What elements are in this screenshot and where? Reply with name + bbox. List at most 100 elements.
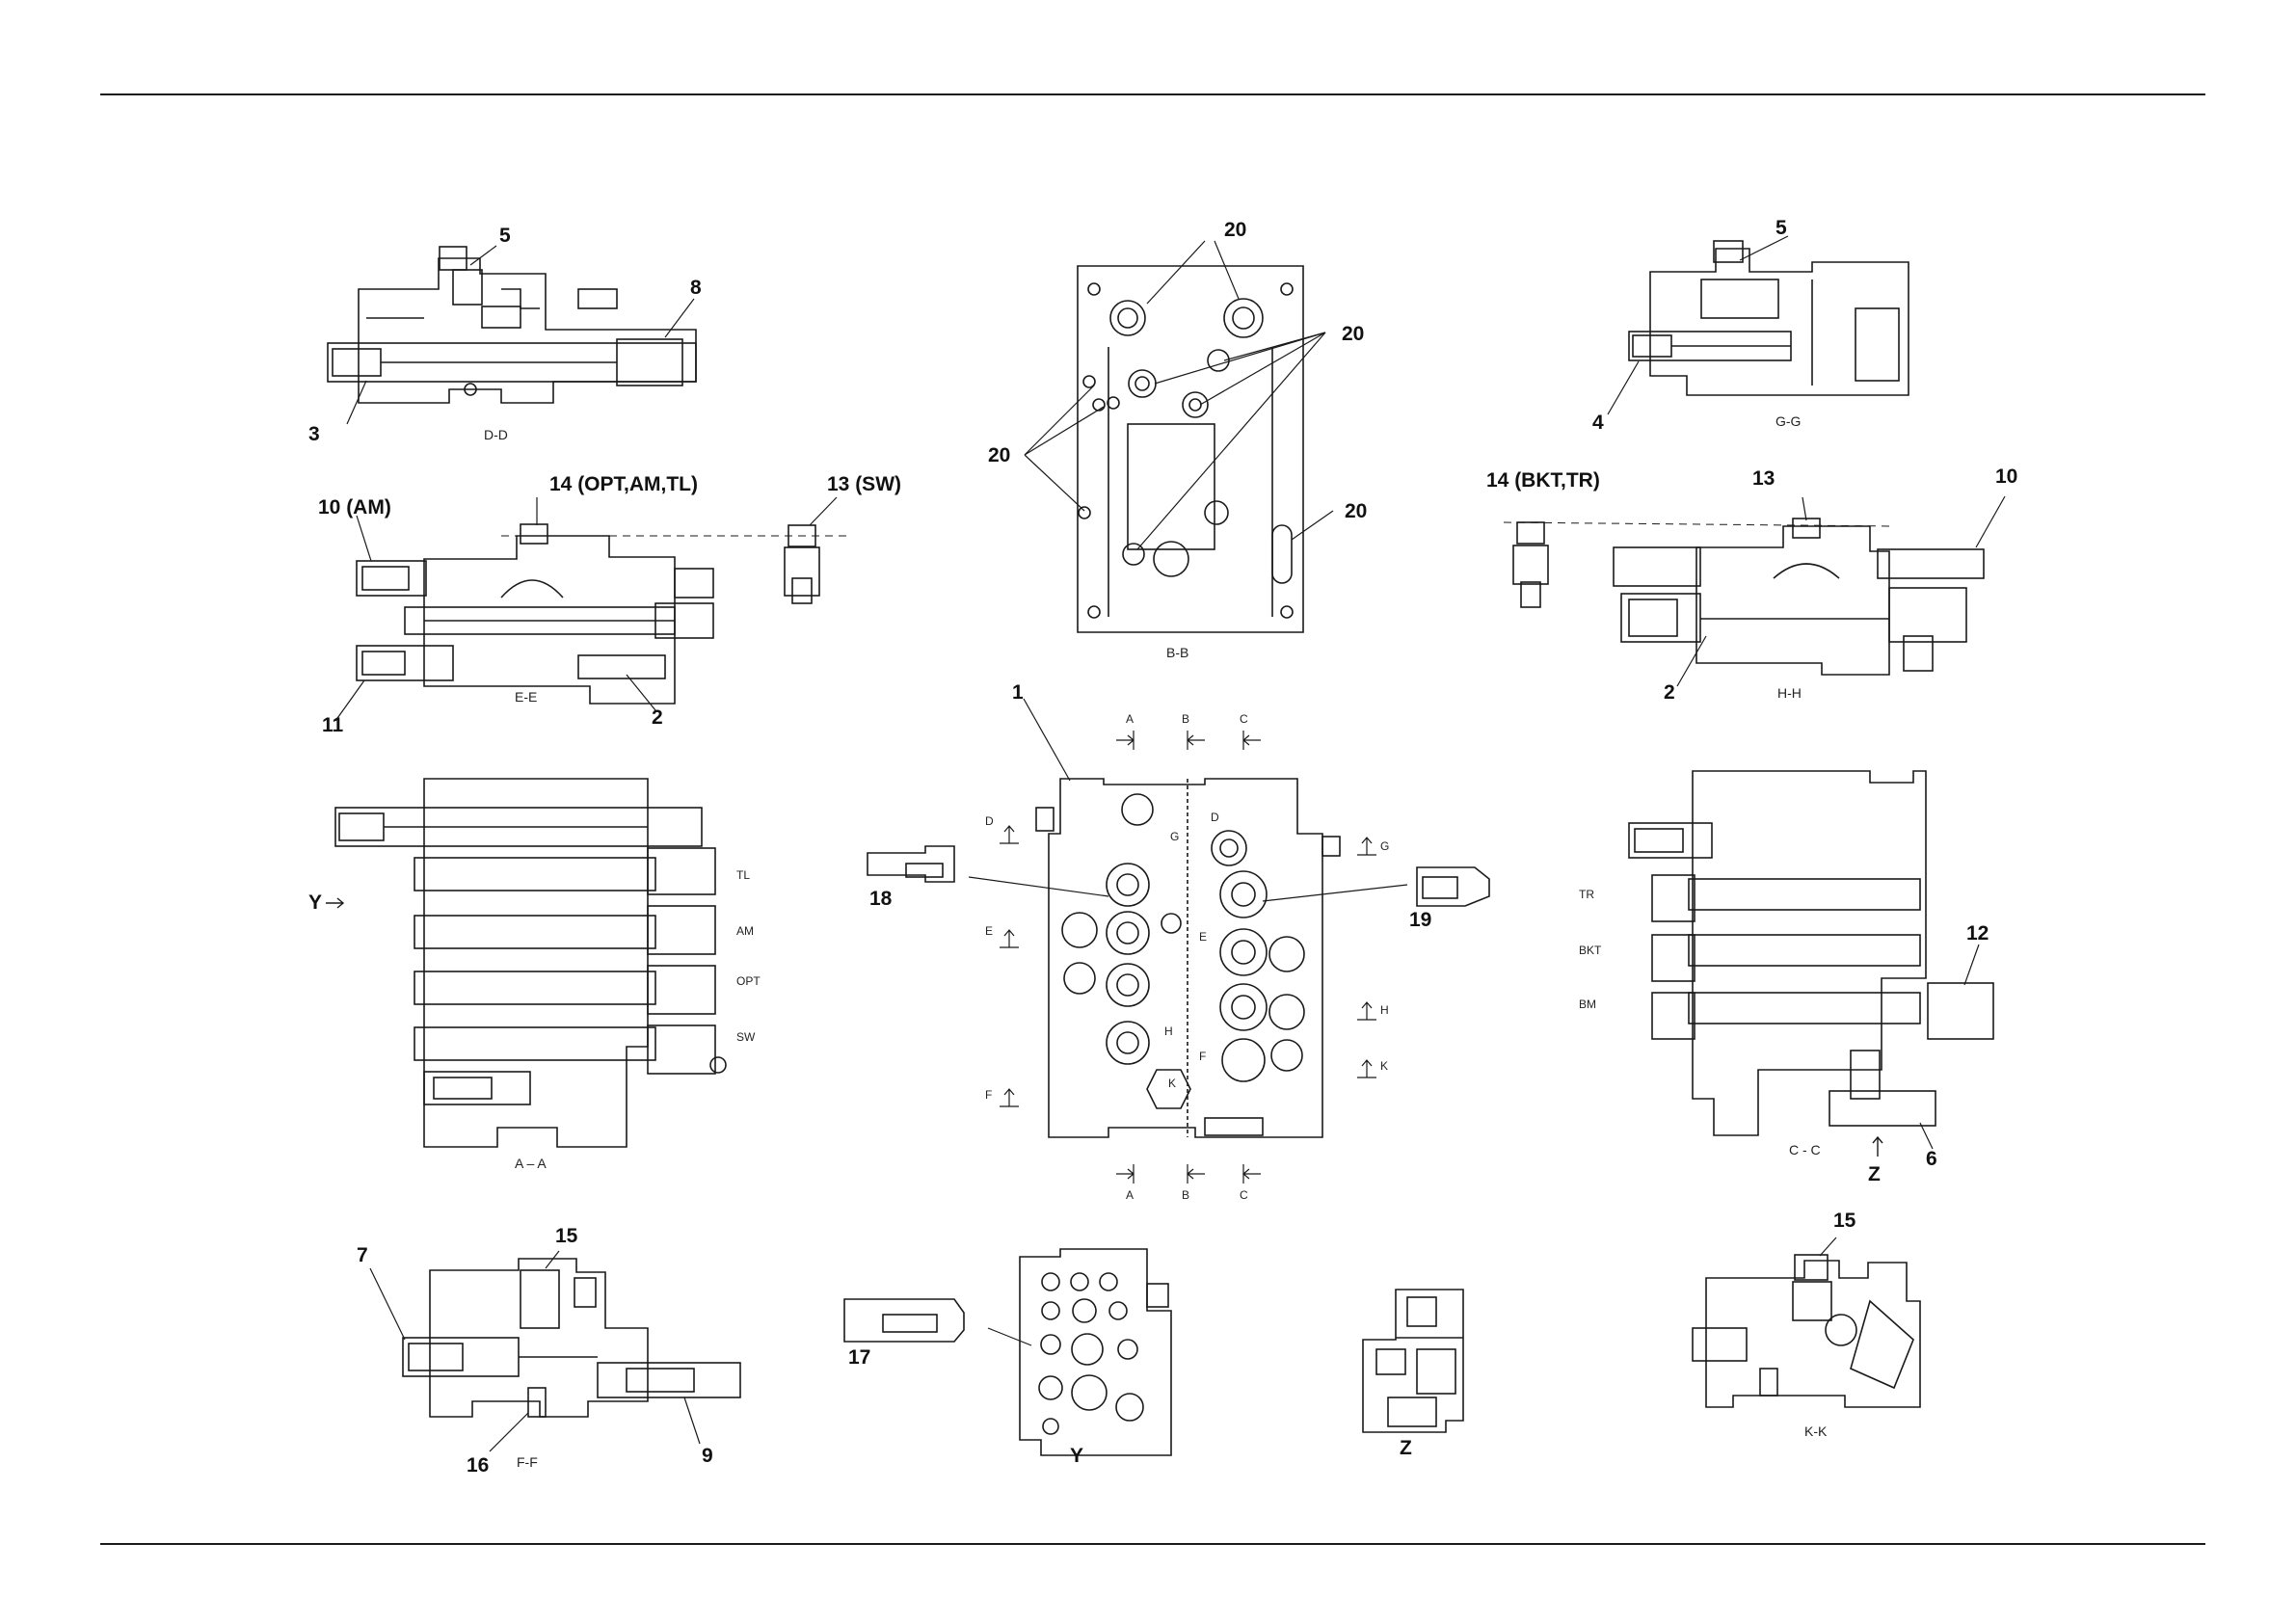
view-z-label: Z: [1400, 1438, 1412, 1458]
section-mark-a-bottom: A: [1126, 1189, 1134, 1201]
spool-label-bkt: BKT: [1579, 945, 1601, 956]
leader: [1802, 497, 1806, 520]
view-y-arrow-label: Y: [308, 892, 322, 913]
main-valve-assembly: [1036, 779, 1340, 1137]
callout-9: 9: [702, 1446, 713, 1466]
callout-15-kk: 15: [1833, 1211, 1855, 1231]
view-z-drawing: [1363, 1290, 1463, 1432]
spool-label-bm: BM: [1579, 998, 1596, 1010]
section-mark-f-inner: F: [1199, 1051, 1206, 1062]
section-bb-drawing: [1078, 266, 1303, 632]
callout-11-ee: 11: [322, 715, 343, 735]
callout-17: 17: [848, 1347, 870, 1368]
view-y-label: Y: [1070, 1446, 1083, 1466]
leader: [1976, 496, 2005, 547]
section-mark-e-inner: E: [1199, 931, 1207, 943]
leader: [810, 497, 837, 525]
callout-3-dd: 3: [308, 424, 320, 444]
callout-8-dd: 8: [690, 278, 702, 298]
section-mark-d-inner: D: [1211, 812, 1219, 823]
leader: [1147, 241, 1205, 304]
caption-ee: E-E: [515, 690, 537, 704]
arrow: [1873, 1137, 1882, 1157]
callout-20-bb-top: 20: [1224, 220, 1246, 240]
section-mark-g-inner: G: [1170, 831, 1179, 842]
leader: [1025, 407, 1104, 455]
callout-15-ff: 15: [555, 1226, 577, 1246]
section-cc-drawing: [1629, 771, 1993, 1135]
callout-2-hh: 2: [1664, 682, 1675, 703]
callout-5-gg: 5: [1775, 218, 1787, 238]
section-mark-f-left: F: [985, 1089, 992, 1101]
part-18: [868, 846, 954, 882]
leader: [357, 516, 371, 561]
caption-cc: C - C: [1789, 1143, 1821, 1157]
callout-13-sw: 13 (SW): [827, 474, 901, 494]
caption-kk: K-K: [1804, 1424, 1827, 1438]
leader: [665, 299, 694, 337]
callout-20-bb-lower: 20: [1345, 501, 1367, 521]
spool-label-am: AM: [736, 925, 754, 937]
section-mark-c-bottom: C: [1240, 1189, 1248, 1201]
leader: [1608, 361, 1639, 414]
leader: [1677, 636, 1706, 686]
callout-1-main: 1: [1012, 682, 1024, 703]
arrow: [326, 898, 343, 908]
leader: [988, 1328, 1031, 1345]
leader: [1024, 699, 1070, 781]
callout-18: 18: [869, 889, 892, 909]
caption-hh: H-H: [1777, 686, 1802, 700]
section-aa-drawing: [335, 779, 726, 1147]
callout-5-dd: 5: [499, 226, 511, 246]
spool-label-tl: TL: [736, 869, 750, 881]
callout-19: 19: [1409, 910, 1431, 930]
leader: [1155, 333, 1325, 384]
part-17: [844, 1299, 964, 1342]
caption-ff: F-F: [517, 1455, 538, 1469]
callout-20-bb-right: 20: [1342, 324, 1364, 344]
part-13-sw: [785, 525, 819, 603]
leader: [1200, 333, 1325, 405]
callout-12: 12: [1966, 923, 1989, 944]
pointer: [1263, 885, 1407, 901]
section-mark-c-top: C: [1240, 713, 1248, 725]
leader: [1920, 1123, 1933, 1149]
leader: [627, 675, 655, 710]
callout-2-ee: 2: [652, 707, 663, 728]
section-hh-drawing: [1513, 519, 1984, 675]
section-ff-drawing: [403, 1259, 740, 1417]
section-mark-k-inner: K: [1168, 1078, 1176, 1089]
section-mark-d-left: D: [985, 815, 994, 827]
section-mark-b-top: B: [1182, 713, 1189, 725]
section-gg-drawing: [1629, 241, 1909, 395]
section-mark-h-right: H: [1380, 1004, 1389, 1016]
callout-14-opt-am-tl: 14 (OPT,AM,TL): [549, 474, 698, 494]
callout-14-bkt-tr: 14 (BKT,TR): [1486, 470, 1600, 491]
leader: [1215, 241, 1239, 299]
leader: [1964, 945, 1979, 985]
leader: [546, 1251, 559, 1268]
leader: [490, 1413, 528, 1451]
part-19: [1417, 867, 1489, 906]
section-mark-h-inner: H: [1164, 1025, 1173, 1037]
section-mark-b-bottom: B: [1182, 1189, 1189, 1201]
section-ee-drawing: [357, 524, 713, 704]
leader: [684, 1397, 700, 1444]
section-mark-e-left: E: [985, 925, 993, 937]
leader: [370, 1268, 405, 1340]
spool-label-sw: SW: [736, 1031, 755, 1043]
caption-aa: A – A: [515, 1157, 547, 1170]
leader: [1820, 1237, 1836, 1256]
leader: [470, 246, 496, 265]
view-y-drawing: [1020, 1249, 1171, 1455]
callout-10-hh: 10: [1995, 466, 2017, 487]
callout-13-hh: 13: [1752, 468, 1775, 489]
leader: [1137, 333, 1325, 549]
pointer: [969, 877, 1108, 896]
leader: [1025, 386, 1094, 455]
caption-gg: G-G: [1775, 414, 1801, 428]
callout-20-bb-left: 20: [988, 445, 1010, 466]
callout-4-gg: 4: [1592, 412, 1604, 433]
caption-dd: D-D: [484, 428, 508, 441]
